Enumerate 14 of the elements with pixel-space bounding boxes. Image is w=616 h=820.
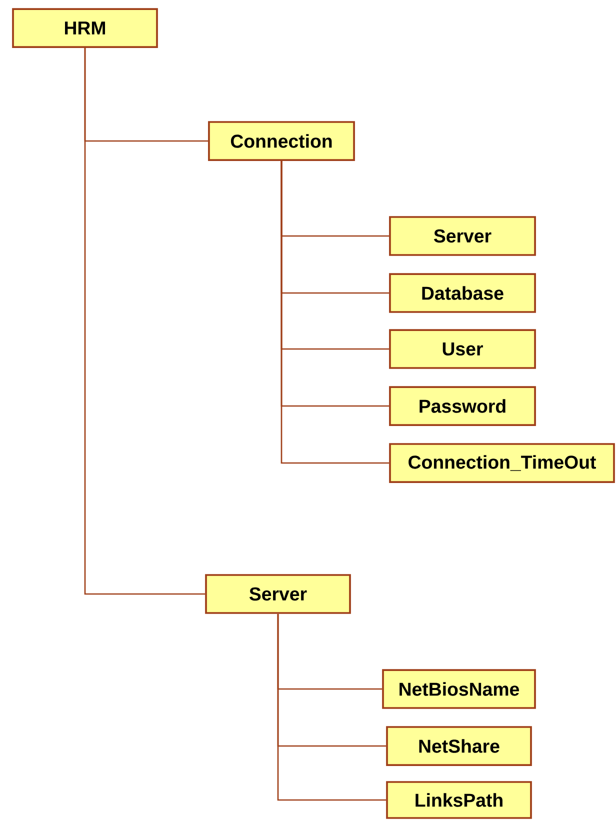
- tree-box: Database: [389, 273, 536, 313]
- tree-box: NetShare: [386, 726, 532, 766]
- tree-box: Connection: [208, 121, 355, 161]
- tree-box: Connection_TimeOut: [389, 443, 615, 483]
- connector-line: [277, 614, 386, 801]
- tree-box: User: [389, 329, 536, 369]
- tree-box: LinksPath: [386, 781, 532, 819]
- connector-line: [280, 160, 390, 464]
- tree-box: Server: [389, 216, 536, 256]
- tree-box: NetBiosName: [382, 669, 536, 709]
- tree-box: HRM: [12, 8, 158, 48]
- connector-line: [84, 48, 206, 595]
- tree-box: Server: [205, 574, 351, 614]
- tree-box: Password: [389, 386, 536, 426]
